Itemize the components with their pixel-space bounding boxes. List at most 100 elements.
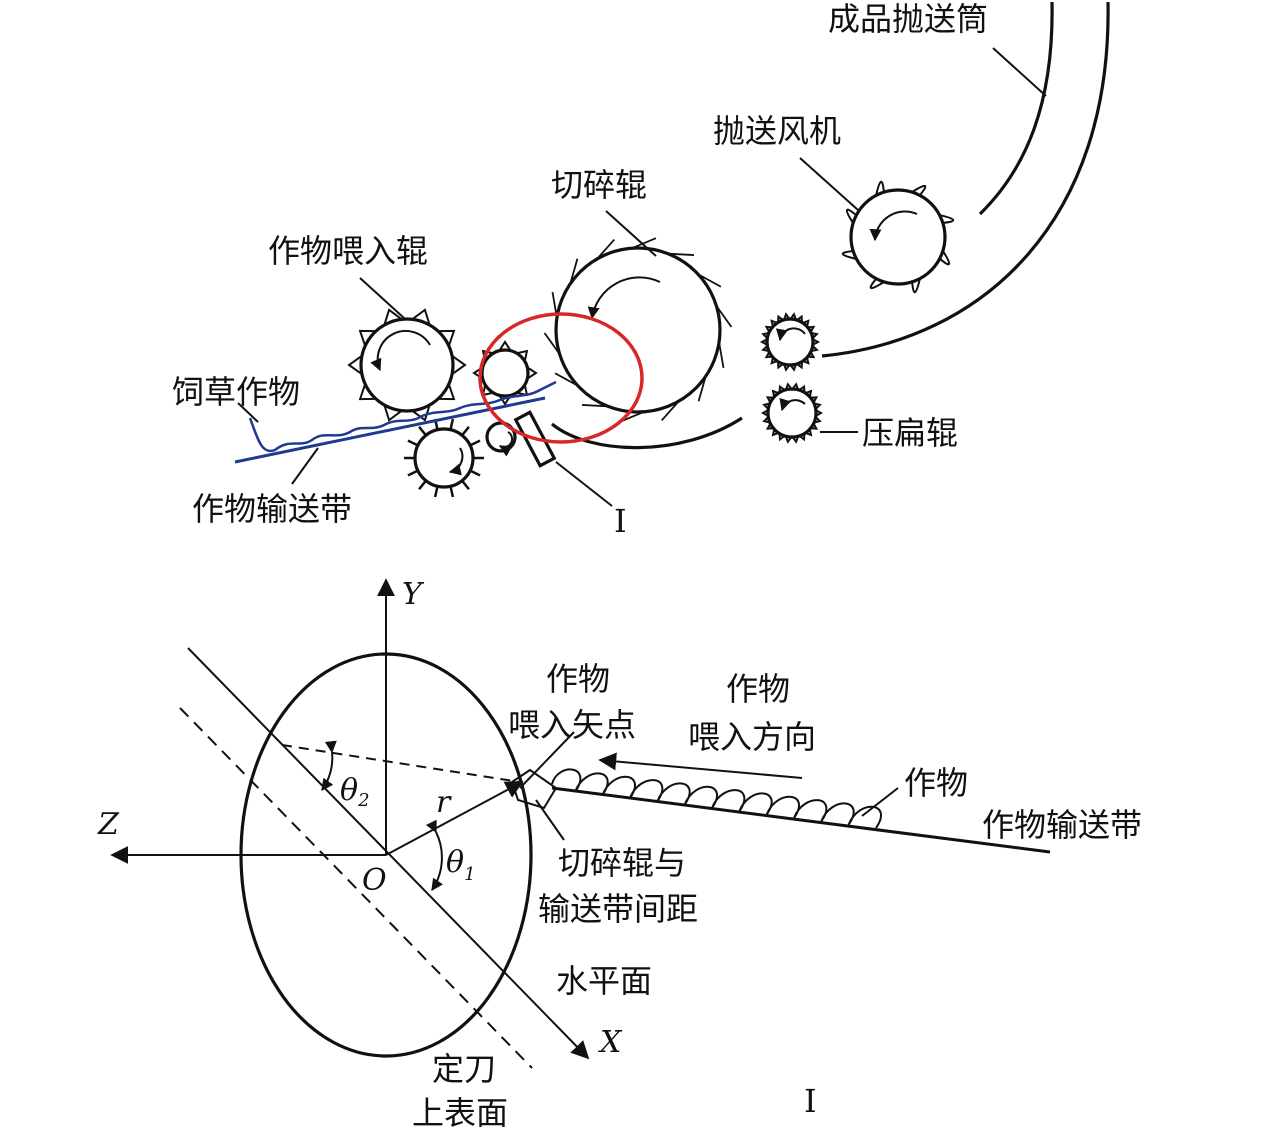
roll-tooth (805, 428, 813, 437)
roll-tooth (764, 325, 773, 333)
roll-spoke (433, 485, 439, 498)
roll-tooth (771, 389, 779, 398)
discharge-tube-label: 成品抛送筒 (828, 0, 988, 38)
throwing-fan (841, 180, 955, 294)
chopper-leader (605, 210, 657, 257)
detail-leader (555, 461, 613, 507)
flatten-roll-lower-teeth (760, 382, 824, 444)
chopper-housing (550, 416, 743, 450)
roll-tooth (784, 382, 793, 391)
gap-label-1: 切碎辊与 (558, 844, 686, 882)
roll-tooth (347, 355, 363, 375)
roll-tooth (383, 404, 403, 422)
forage-leader (237, 402, 259, 423)
fan-leader (799, 157, 859, 211)
theta2-label: θ2 (340, 773, 370, 811)
roll-spoke (418, 425, 427, 437)
roll-tooth (778, 384, 786, 393)
fan-blade (869, 278, 885, 290)
roll-tooth (802, 357, 810, 365)
theta2-reference-line (281, 744, 521, 783)
fan-blades (841, 180, 955, 294)
chopper-knife (582, 404, 609, 408)
roll-tooth (762, 416, 771, 424)
chopper-label: 切碎辊 (551, 166, 647, 204)
roll-tooth (789, 363, 797, 372)
roll-tooth (765, 396, 774, 404)
roll-tooth (810, 422, 819, 430)
roll-tooth (791, 382, 800, 391)
roll-tooth (761, 331, 770, 339)
fan-blade (939, 214, 955, 224)
feed-point-block (510, 768, 558, 810)
chopper-knife (697, 375, 707, 402)
roll-tooth (760, 409, 769, 417)
roll-tooth (438, 383, 456, 401)
feed-roll-teeth (347, 308, 467, 422)
feed-direction-label-2: 喂入方向 (688, 718, 816, 756)
roll-tooth (810, 331, 819, 339)
roll-tooth (796, 314, 803, 323)
highlight-ellipse (478, 312, 644, 444)
roll-tooth (778, 433, 786, 442)
feed-roll-upper (347, 308, 467, 422)
chopper-roll (543, 237, 733, 423)
roll-tooth (358, 383, 376, 401)
roll-spoke (469, 439, 481, 447)
fan-blade (911, 278, 921, 294)
roll-tooth (411, 404, 431, 422)
feed-direction-arrow (598, 752, 803, 779)
chopper-knife (718, 342, 725, 369)
feed-roll-leader (359, 277, 405, 319)
chopper-knife (554, 372, 579, 387)
roll-tooth (815, 409, 824, 417)
theta1-arc (425, 819, 444, 891)
bottom-conveyor-belt (551, 786, 1051, 854)
roll-tooth (798, 433, 806, 442)
flatten-roll-upper (759, 312, 821, 372)
bottom-conveyor-label: 作物输送带 (982, 806, 1142, 844)
chopper-knife (631, 237, 657, 250)
roll-tooth (810, 345, 819, 353)
roll-tooth (807, 325, 816, 333)
roll-tooth (798, 384, 806, 393)
axis-z-label: Z (97, 807, 120, 842)
roll-tooth (777, 361, 784, 370)
feed-point-label-2: 喂入矢点 (508, 706, 636, 744)
roll-tooth (765, 422, 774, 430)
roll-spoke (418, 479, 427, 491)
chopper-knife (596, 238, 615, 260)
crop-label: 作物 (904, 764, 968, 802)
roll-tooth (805, 389, 813, 398)
fixed-knife (513, 410, 557, 468)
origin-label: O (362, 863, 387, 898)
roll-tooth (810, 396, 819, 404)
discharge-tube-leader (992, 47, 1047, 97)
roll-tooth (802, 319, 810, 327)
chopper-knife (715, 305, 733, 328)
theta2-arc (321, 740, 337, 791)
roll-tooth (813, 402, 822, 410)
radius-label: r (436, 785, 452, 820)
feed-point-label-1: 作物 (546, 660, 610, 698)
detail-marker-bottom: I (804, 1082, 817, 1120)
roll-tooth (438, 329, 456, 347)
gap-label-2: 输送带间距 (538, 890, 698, 928)
roll-tooth (526, 366, 538, 380)
roll-tooth (358, 329, 376, 347)
roll-tooth (789, 312, 797, 321)
crop-leader (861, 787, 899, 817)
axis-x-label: X (598, 1025, 623, 1060)
roll-tooth (764, 351, 773, 359)
knife-surface-line (179, 707, 533, 1069)
chopper-knife (667, 252, 694, 256)
discharge-tube-outer (821, 1, 1110, 358)
fan-blade (841, 250, 857, 260)
fan-blade (845, 208, 857, 224)
fan-blade (875, 180, 885, 196)
roll-spoke (461, 479, 470, 491)
roll-tooth (783, 312, 791, 321)
roll-tooth (770, 319, 778, 327)
fan-blade (939, 250, 951, 266)
